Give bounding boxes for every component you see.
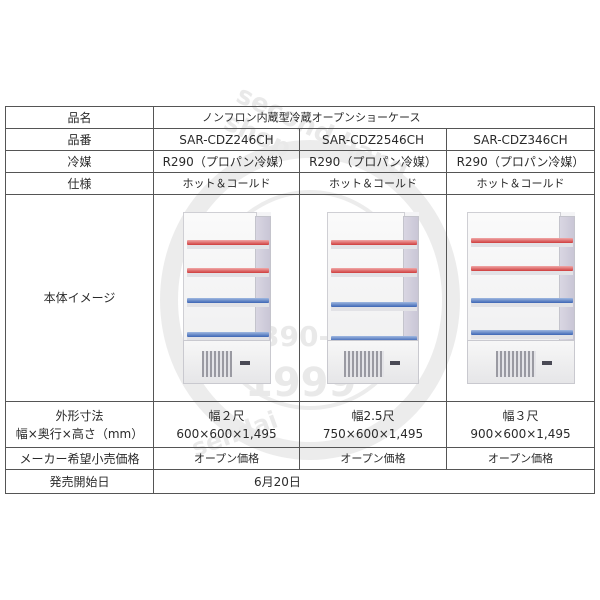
label-dimensions: 外形寸法 幅×奥行×高さ（mm）	[5, 401, 154, 448]
row-image: 本体イメージ	[5, 194, 595, 402]
label-image: 本体イメージ	[5, 194, 154, 402]
label-product-name: 品名	[5, 106, 154, 129]
row-dimensions: 外形寸法 幅×奥行×高さ（mm） 幅２尺 600×600×1,495 幅2.5尺…	[5, 401, 595, 448]
image-cell-1	[153, 194, 300, 402]
price-1: オープン価格	[153, 447, 300, 470]
row-refrigerant: 冷媒 R290（プロパン冷媒） R290（プロパン冷媒） R290（プロパン冷媒…	[5, 150, 595, 173]
size-3: 900×600×1,495	[470, 426, 571, 441]
spec-1: ホット＆コールド	[153, 172, 300, 195]
price-3: オープン価格	[446, 447, 595, 470]
showcase-image-2	[327, 212, 419, 384]
release-date-value: 6月20日	[153, 469, 595, 494]
spec-table: 品名 ノンフロン内蔵型冷蔵オープンショーケース 品番 SAR-CDZ246CH …	[5, 106, 595, 494]
dimensions-2: 幅2.5尺 750×600×1,495	[299, 401, 447, 448]
refrigerant-2: R290（プロパン冷媒）	[299, 150, 447, 173]
label-refrigerant: 冷媒	[5, 150, 154, 173]
label-spec: 仕様	[5, 172, 154, 195]
model-number-2: SAR-CDZ2546CH	[299, 128, 447, 151]
label-dimensions-line1: 外形寸法	[55, 408, 104, 423]
spec-2: ホット＆コールド	[299, 172, 447, 195]
showcase-image-3	[466, 212, 575, 384]
width-label-3: 幅３尺	[502, 408, 539, 423]
model-number-3: SAR-CDZ346CH	[446, 128, 595, 151]
spec-3: ホット＆コールド	[446, 172, 595, 195]
row-model-number: 品番 SAR-CDZ246CH SAR-CDZ2546CH SAR-CDZ346…	[5, 128, 595, 151]
model-number-1: SAR-CDZ246CH	[153, 128, 300, 151]
refrigerant-3: R290（プロパン冷媒）	[446, 150, 595, 173]
width-label-1: 幅２尺	[208, 408, 245, 423]
dimensions-1: 幅２尺 600×600×1,495	[153, 401, 300, 448]
label-price: メーカー希望小売価格	[5, 447, 154, 470]
label-model-number: 品番	[5, 128, 154, 151]
product-name-value: ノンフロン内蔵型冷蔵オープンショーケース	[153, 106, 595, 129]
row-release-date: 発売開始日 6月20日	[5, 469, 595, 494]
row-product-name: 品名 ノンフロン内蔵型冷蔵オープンショーケース	[5, 106, 595, 129]
size-1: 600×600×1,495	[176, 426, 277, 441]
dimensions-3: 幅３尺 900×600×1,495	[446, 401, 595, 448]
price-2: オープン価格	[299, 447, 447, 470]
row-price: メーカー希望小売価格 オープン価格 オープン価格 オープン価格	[5, 447, 595, 470]
label-release-date: 発売開始日	[5, 469, 154, 494]
label-dimensions-line2: 幅×奥行×高さ（mm）	[15, 426, 144, 441]
refrigerant-1: R290（プロパン冷媒）	[153, 150, 300, 173]
image-cell-3	[446, 194, 595, 402]
image-cell-2	[299, 194, 447, 402]
row-spec: 仕様 ホット＆コールド ホット＆コールド ホット＆コールド	[5, 172, 595, 195]
showcase-image-1	[182, 212, 271, 384]
width-label-2: 幅2.5尺	[351, 408, 395, 423]
size-2: 750×600×1,495	[322, 426, 424, 441]
